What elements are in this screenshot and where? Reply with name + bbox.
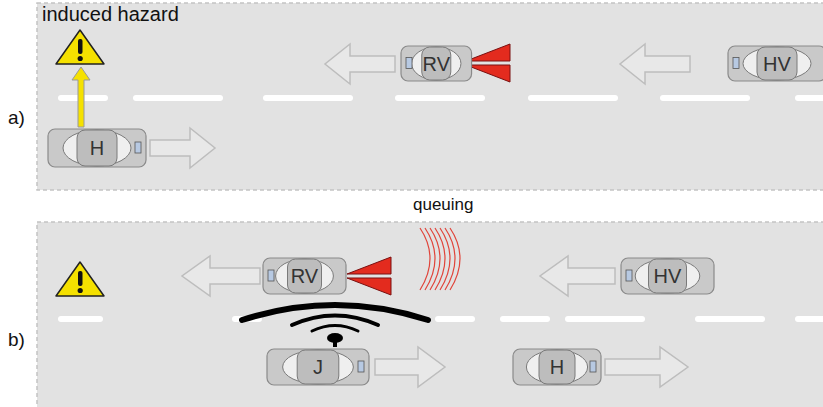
vehicle-label: H [550,357,564,377]
car-part [288,259,322,293]
car-part [728,46,823,81]
car-part [263,258,346,294]
vehicle: J [266,348,370,386]
car-part [412,47,461,80]
car-part [422,47,451,80]
car-part [513,349,601,385]
annotation-label: induced hazard [42,3,179,25]
vehicle: RV [400,45,473,82]
car-part [358,361,364,372]
car-part [48,129,146,167]
vehicle: H [512,348,602,386]
vehicle: RV [262,257,347,295]
car-part [539,350,575,384]
car-part [276,259,334,293]
jammer-antenna [333,338,337,347]
car-part [743,47,811,80]
vehicle-label: H [90,138,104,158]
road-panel [37,222,823,407]
warning-triangles [347,257,391,295]
car-part [135,142,141,153]
lane-markings [58,316,823,322]
warning-triangles [466,44,510,82]
annotation-label: b) [8,330,25,351]
vehicle-label: HV [654,266,682,286]
car-part [297,350,339,384]
car-part [77,130,117,166]
car-part [267,349,369,385]
car-part [621,258,714,294]
motion-arrow [150,44,690,387]
car-part [401,46,472,81]
car-part [635,259,700,293]
hazard-sign [56,262,104,296]
hazard-sign [56,30,104,64]
vehicle: HV [620,257,715,295]
car-part [649,259,687,293]
queuing-waves [420,228,460,290]
car-part [526,350,587,384]
car-part [590,361,596,372]
vehicle: HV [727,45,823,82]
car-part [268,270,274,281]
car-part [626,270,632,281]
vehicle-label: HV [763,54,791,74]
road-panel [37,3,823,190]
lane-markings [58,95,823,101]
car-part [283,350,354,384]
car-part [63,130,131,166]
annotation-label: a) [8,108,25,129]
annotation-label: queuing [413,196,474,215]
hazard-arrow [72,67,90,127]
car-part [757,47,797,80]
vehicle-label: RV [291,266,318,286]
vehicle-label: J [313,357,323,377]
vehicle-label: RV [423,54,450,74]
car-part [406,58,412,69]
vehicle: H [47,128,147,168]
car-part [733,58,739,69]
jammer-signal [242,305,428,331]
